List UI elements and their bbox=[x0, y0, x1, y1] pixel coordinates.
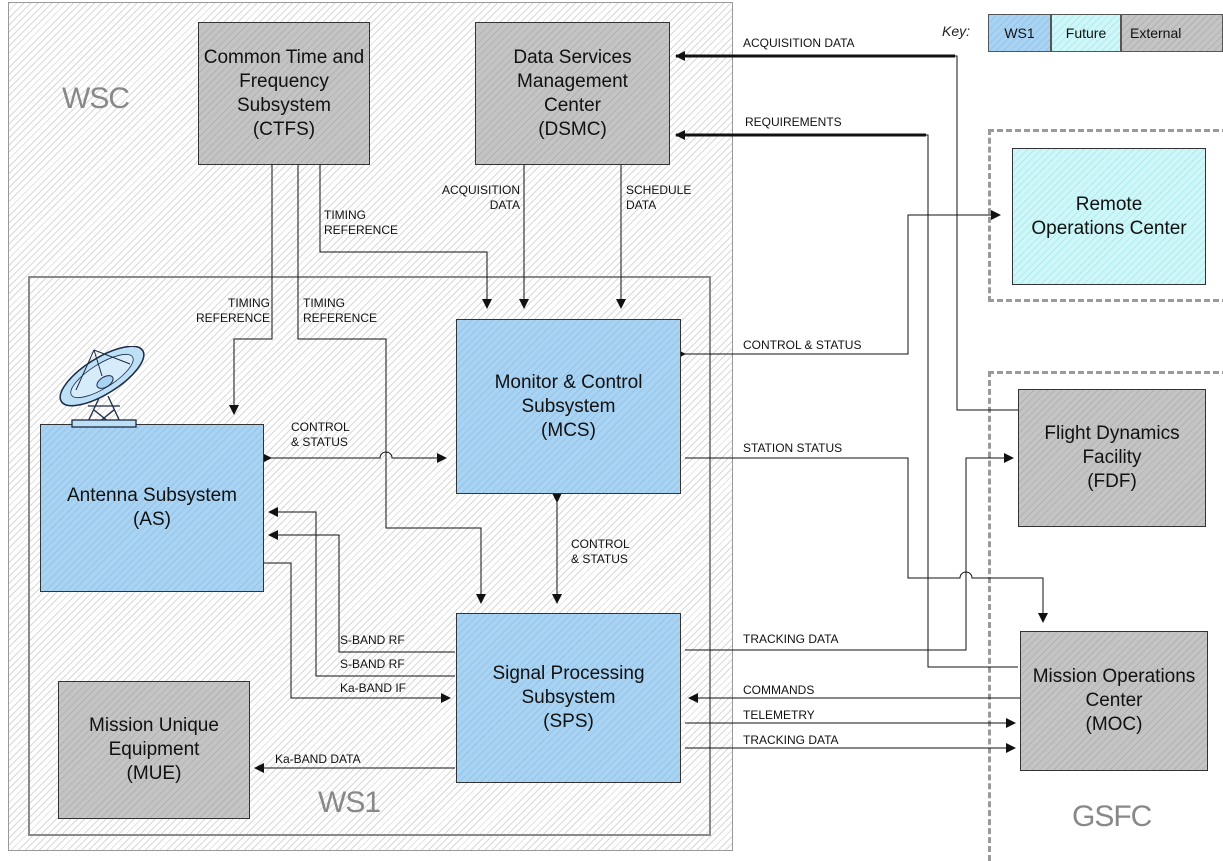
mcs-box: Monitor & Control Subsystem (MCS) bbox=[456, 319, 681, 494]
label-ka-band-data: Ka-BAND DATA bbox=[275, 752, 361, 766]
key-ws1: WS1 bbox=[988, 14, 1051, 52]
satellite-dish-icon bbox=[59, 346, 145, 428]
label-tracking-data-moc: TRACKING DATA bbox=[743, 733, 839, 747]
wsc-region-label: WSC bbox=[62, 82, 130, 115]
label-acquisition-data-top: ACQUISITION DATA bbox=[743, 36, 855, 50]
label-tracking-data-fdf: TRACKING DATA bbox=[743, 632, 839, 646]
wire-tracking-fdf bbox=[685, 453, 1014, 651]
label-control-status-as: CONTROL & STATUS bbox=[291, 420, 350, 449]
label-control-status-sps: CONTROL & STATUS bbox=[571, 537, 630, 566]
moc-box: Mission Operations Center (MOC) bbox=[1020, 631, 1208, 771]
label-commands: COMMANDS bbox=[743, 683, 815, 697]
ws1-region-label: WS1 bbox=[318, 786, 381, 819]
label-telemetry: TELEMETRY bbox=[743, 708, 815, 722]
label-ka-band-if: Ka-BAND IF bbox=[340, 681, 407, 695]
wire-timing-sps bbox=[297, 165, 486, 604]
label-requirements: REQUIREMENTS bbox=[745, 115, 842, 129]
key-external: External bbox=[1121, 14, 1223, 52]
wire-ka-if bbox=[264, 562, 451, 703]
label-timing-ref-as: TIMING REFERENCE bbox=[195, 296, 270, 325]
key-label: Key: bbox=[942, 23, 971, 39]
label-control-status-roc: CONTROL & STATUS bbox=[743, 338, 862, 352]
wire-mcs-as bbox=[262, 451, 447, 463]
label-timing-ref-sps: TIMING REFERENCE bbox=[303, 296, 378, 325]
dsmc-box: Data Services Management Center (DSMC) bbox=[475, 22, 670, 165]
wire-sband-1 bbox=[268, 530, 455, 653]
roc-box: Remote Operations Center bbox=[1012, 148, 1206, 285]
fdf-box: Flight Dynamics Facility (FDF) bbox=[1018, 389, 1206, 527]
gsfc-region-label: GSFC bbox=[1072, 800, 1152, 833]
ctfs-box: Common Time and Frequency Subsystem (CTF… bbox=[198, 22, 370, 165]
mue-box: Mission Unique Equipment (MUE) bbox=[58, 681, 250, 819]
wire-sband-2 bbox=[268, 507, 455, 677]
label-s-band-rf-1: S-BAND RF bbox=[340, 633, 405, 647]
label-acquisition-data-mcs: ACQUISITION DATA bbox=[441, 183, 520, 212]
label-station-status: STATION STATUS bbox=[743, 441, 843, 455]
sps-box: Signal Processing Subsystem (SPS) bbox=[456, 613, 681, 783]
key-future: Future bbox=[1051, 14, 1121, 52]
wire-acq-fdf bbox=[675, 51, 1018, 411]
gsfc-region bbox=[988, 371, 1223, 861]
label-s-band-rf-2: S-BAND RF bbox=[340, 657, 405, 671]
wire-timing-mcs bbox=[319, 165, 492, 309]
wire-timing-as bbox=[229, 165, 273, 415]
wire-roc-mcs bbox=[676, 210, 1001, 359]
ws1-region bbox=[28, 276, 711, 836]
wire-station-status bbox=[685, 457, 1048, 623]
label-schedule-data: SCHEDULE DATA bbox=[626, 183, 692, 212]
label-timing-ref-mcs: TIMING REFERENCE bbox=[324, 208, 399, 237]
as-box: Antenna Subsystem (AS) bbox=[40, 424, 264, 592]
